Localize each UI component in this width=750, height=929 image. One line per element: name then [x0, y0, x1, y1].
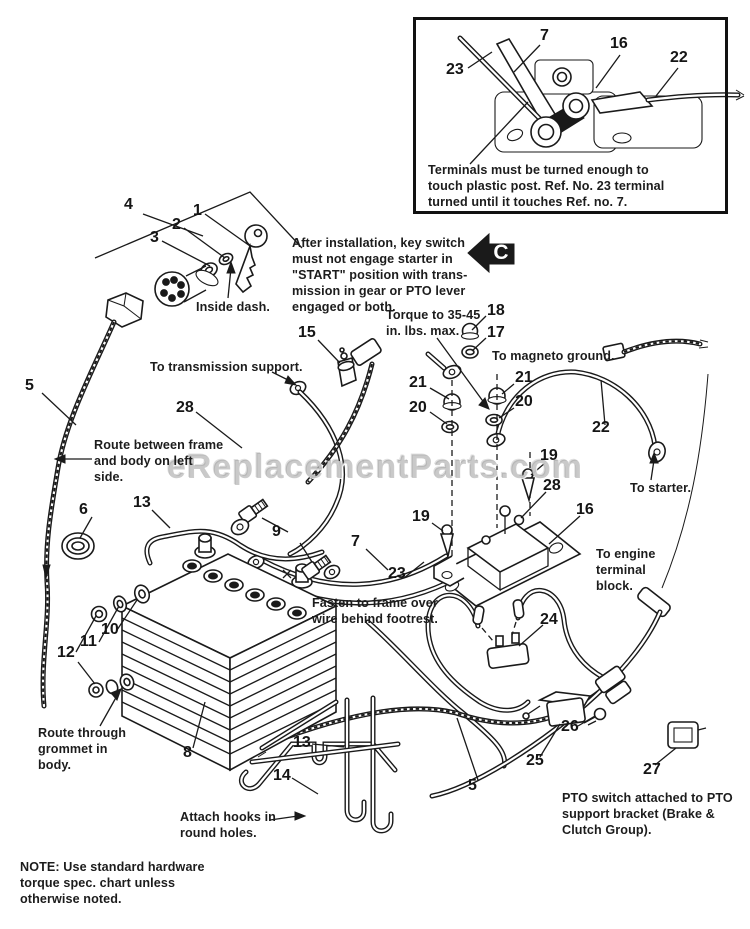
callout-23-26: 23	[388, 565, 406, 582]
leader-lines	[41, 213, 677, 821]
note-pto-note: PTO switch attached to PTO support brack…	[562, 791, 733, 837]
note-to-magneto: To magneto ground.	[492, 349, 615, 363]
callout-20-12: 20	[409, 399, 427, 416]
callout-13-32: 13	[293, 734, 311, 751]
callout-17-10: 17	[487, 324, 505, 341]
callout-11-29: 11	[80, 633, 97, 650]
callout-8-31: 8	[183, 744, 192, 761]
callout-19-21: 19	[412, 508, 430, 525]
callout-13-19: 13	[133, 494, 151, 511]
callout-7-25: 7	[351, 533, 360, 550]
note-to-transmission: To transmission support.	[150, 360, 303, 374]
callout-1-1: 1	[193, 202, 202, 219]
callout-24-27: 24	[540, 611, 558, 628]
note-route-frame: Route between frame and body on left sid…	[94, 438, 224, 484]
callout-16-24: 16	[576, 501, 594, 518]
callout-21-11: 21	[409, 374, 427, 391]
solenoid-drawing	[433, 505, 582, 607]
note-to-starter: To starter.	[630, 481, 692, 495]
callout-27-37: 27	[643, 761, 661, 778]
callout-16-5: 16	[610, 35, 628, 52]
callout-21-13: 21	[515, 369, 533, 386]
callout-20-14: 20	[515, 393, 533, 410]
inset-detail-drawing	[457, 35, 745, 165]
note-to-engine: To engine terminal block.	[596, 547, 656, 593]
note-hardware-note: NOTE: Use standard hardware torque spec.…	[20, 860, 205, 906]
callout-19-22: 19	[540, 447, 558, 464]
callout-12-30: 12	[57, 644, 75, 661]
callout-2-2: 2	[172, 216, 181, 233]
callout-5-36: 5	[468, 777, 477, 794]
note-attach-hooks: Attach hooks in round holes.	[180, 810, 276, 840]
callout-23-7: 23	[446, 61, 464, 78]
note-fasten: Fasten to frame over wire behind footres…	[312, 596, 438, 626]
callout-4-0: 4	[124, 196, 133, 213]
direction-marker-letter: C	[493, 241, 509, 264]
note-after-install: After installation, key switch must not …	[292, 236, 468, 314]
direction-arrow	[467, 232, 515, 274]
inset-detail-box	[413, 17, 728, 214]
callout-22-6: 22	[670, 49, 688, 66]
note-inside-dash: Inside dash.	[196, 300, 270, 314]
key-switch-drawing	[94, 191, 303, 328]
pto-switch-drawing	[522, 691, 707, 749]
callout-28-23: 28	[543, 477, 561, 494]
holddown-frame-drawing	[238, 695, 401, 834]
callout-7-4: 7	[540, 27, 549, 44]
callout-26-34: 26	[561, 718, 579, 735]
callout-3-3: 3	[150, 229, 159, 246]
callout-10-28: 10	[101, 621, 119, 638]
note-torque: Torque to 35-45 in. lbs. max.	[386, 308, 481, 338]
callout-14-33: 14	[273, 767, 291, 784]
callout-15-8: 15	[298, 324, 316, 341]
callout-22-15: 22	[592, 419, 610, 436]
callout-6-18: 6	[79, 501, 88, 518]
note-inset-note: Terminals must be turned enough to touch…	[428, 163, 665, 209]
callout-9-20: 9	[272, 523, 281, 540]
callout-28-16: 28	[176, 399, 194, 416]
note-route-grommet: Route through grommet in body.	[38, 726, 127, 772]
connector-24-drawing	[481, 621, 530, 669]
callout-5-17: 5	[25, 377, 34, 394]
callout-25-35: 25	[526, 752, 544, 769]
callout-18-9: 18	[487, 302, 505, 319]
